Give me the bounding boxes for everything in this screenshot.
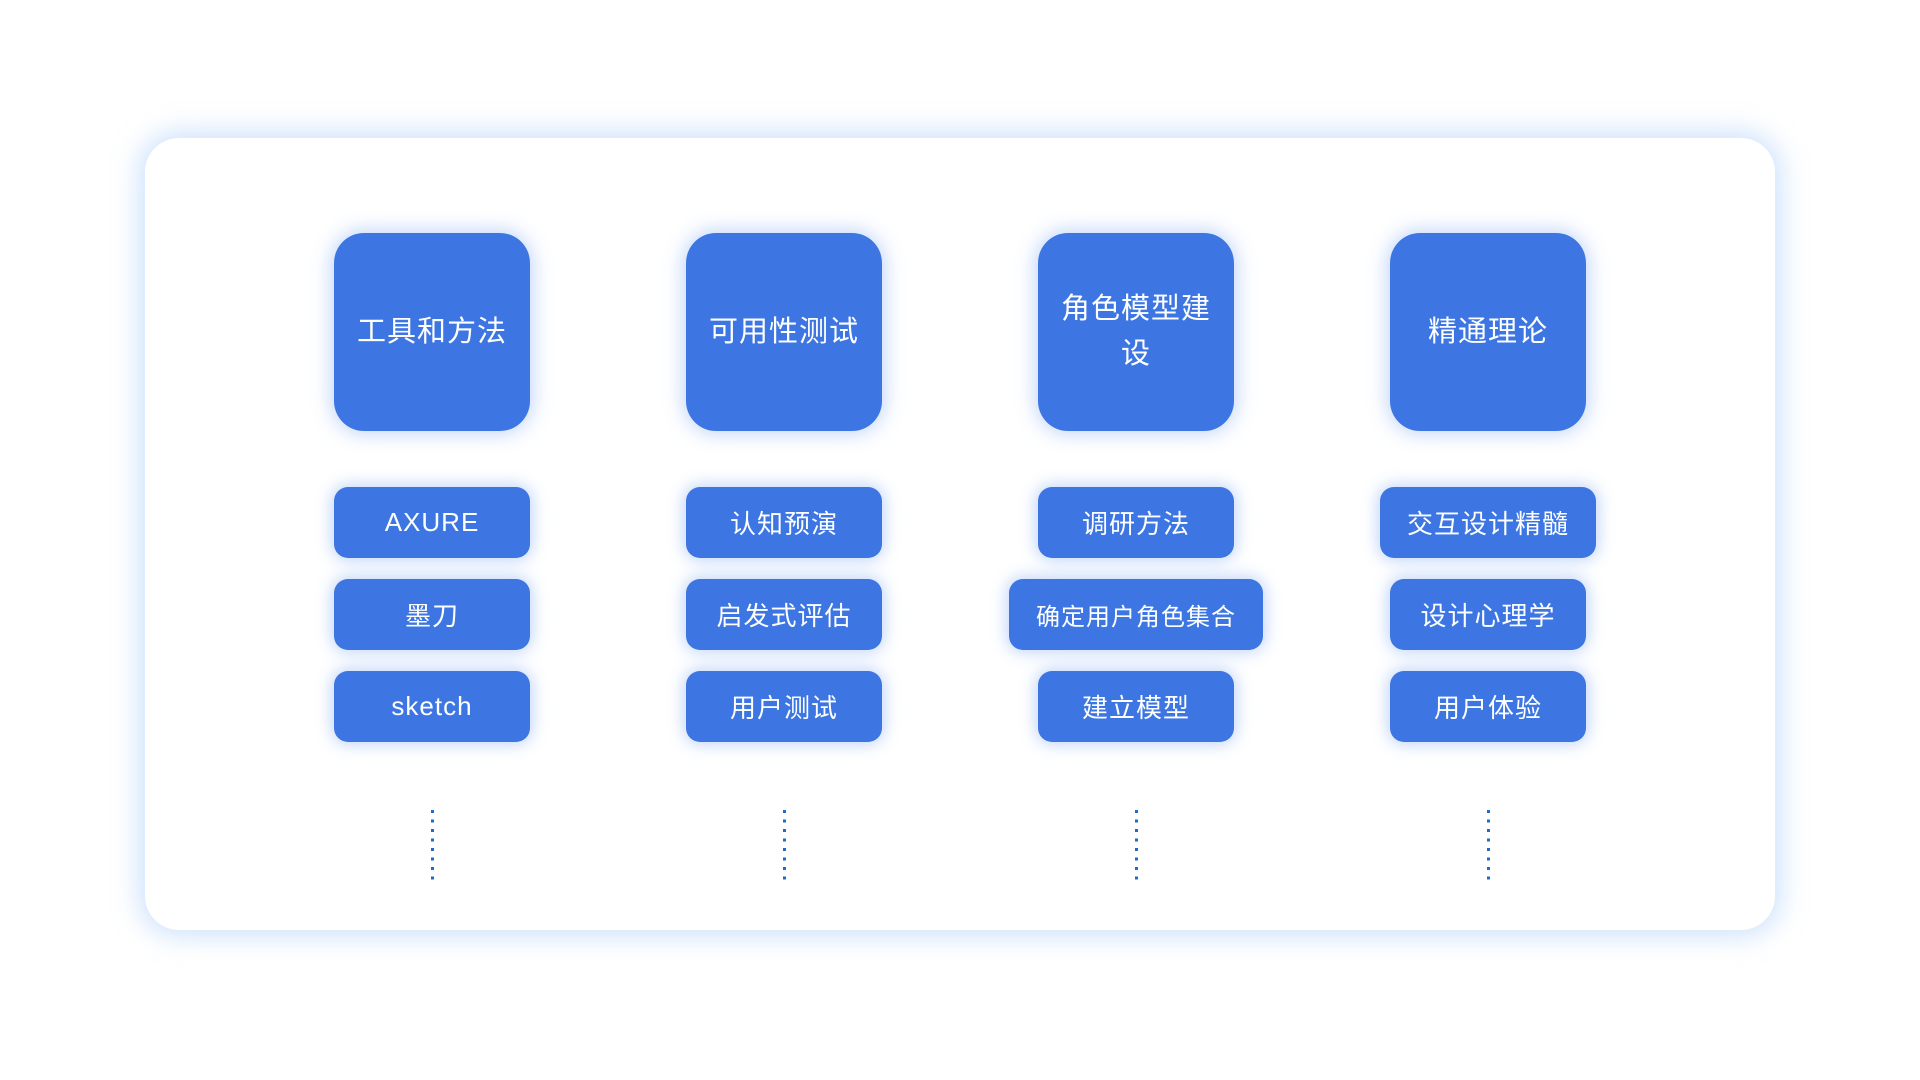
- branch-usability-testing: 可用性测试 认知预演 启发式评估 用户测试: [608, 233, 960, 930]
- subtopic-node[interactable]: 用户测试: [686, 671, 882, 742]
- subtopic-list: AXURE 墨刀 sketch: [334, 487, 530, 742]
- subtopic-list: 调研方法 确定用户角色集合 建立模型: [1009, 487, 1263, 742]
- more-items-dotted-line: [782, 810, 786, 881]
- branch-tools-methods: 工具和方法 AXURE 墨刀 sketch: [256, 233, 608, 930]
- mindmap-card: 工具和方法 AXURE 墨刀 sketch 可用性测试 认知预演 启发式评估 用…: [145, 138, 1775, 930]
- topic-node[interactable]: 角色模型建设: [1038, 233, 1234, 431]
- subtopic-node[interactable]: 启发式评估: [686, 579, 882, 650]
- branch-theory-mastery: 精通理论 交互设计精髓 设计心理学 用户体验: [1312, 233, 1664, 930]
- subtopic-list: 交互设计精髓 设计心理学 用户体验: [1379, 487, 1596, 742]
- subtopic-node[interactable]: 设计心理学: [1389, 579, 1586, 650]
- subtopic-node[interactable]: 确定用户角色集合: [1009, 579, 1263, 650]
- topic-node[interactable]: 精通理论: [1390, 233, 1586, 431]
- subtopic-node[interactable]: 交互设计精髓: [1379, 487, 1596, 558]
- subtopic-node[interactable]: 建立模型: [1038, 671, 1234, 742]
- subtopic-node[interactable]: AXURE: [334, 487, 530, 558]
- topic-node[interactable]: 可用性测试: [686, 233, 882, 431]
- subtopic-node[interactable]: 调研方法: [1038, 487, 1234, 558]
- subtopic-node[interactable]: 墨刀: [334, 579, 530, 650]
- subtopic-node[interactable]: 认知预演: [686, 487, 882, 558]
- more-items-dotted-line: [1134, 810, 1138, 881]
- more-items-dotted-line: [430, 810, 434, 881]
- topic-node[interactable]: 工具和方法: [334, 233, 530, 431]
- branch-persona-building: 角色模型建设 调研方法 确定用户角色集合 建立模型: [960, 233, 1312, 930]
- subtopic-node[interactable]: 用户体验: [1389, 671, 1586, 742]
- subtopic-node[interactable]: sketch: [334, 671, 530, 742]
- more-items-dotted-line: [1486, 810, 1490, 881]
- subtopic-list: 认知预演 启发式评估 用户测试: [686, 487, 882, 742]
